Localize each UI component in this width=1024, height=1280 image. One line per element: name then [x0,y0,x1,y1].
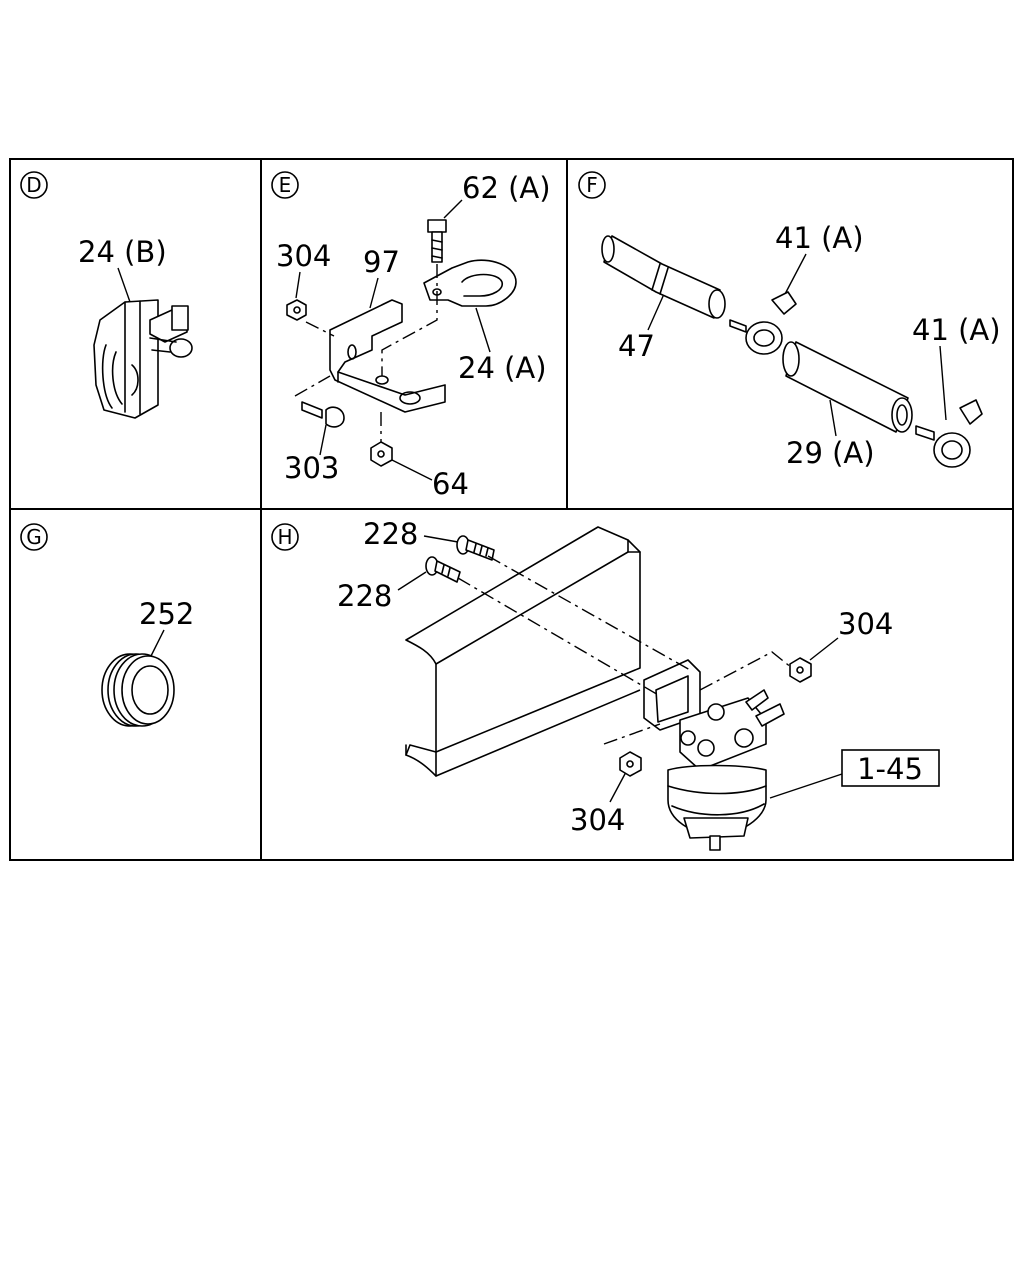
label-41a-top: 41 (A) [775,221,864,255]
hose-29a-drawing [782,341,913,433]
label-97: 97 [363,245,400,279]
label-47: 47 [618,329,655,363]
panel-f: F 41 (A) 41 (A) 47 29 (A) [578,171,1001,470]
leader-228-top [423,535,459,543]
leader-24a [475,307,491,353]
leader-303 [319,424,327,456]
leader-41a-top [783,253,807,297]
panel-g: G 252 [20,523,194,727]
panel-g-letter: G [26,525,42,549]
bolts-228-drawing [425,535,495,583]
align-line-4 [603,723,661,745]
panel-d-marker [20,171,48,199]
label-304-h-top: 304 [838,607,893,641]
label-303: 303 [284,451,339,485]
leader-252 [149,629,165,659]
panel-d: D 24 (B) [20,171,193,419]
label-ref-1-45: 1-45 [857,752,923,786]
leader-64 [391,459,433,481]
leader-62a [443,199,463,219]
leader-29a [829,399,837,437]
leader-228-bottom [397,571,427,591]
panel-h: H 228 228 304 304 1-45 [271,517,940,851]
panel-f-letter: F [586,173,598,197]
label-304-e: 304 [276,239,331,273]
label-228-top: 228 [363,517,418,551]
fuel-filter-assembly-drawing [643,659,785,851]
leader-97 [369,277,379,309]
label-252: 252 [139,597,194,631]
ref-box-1-45 [841,749,940,787]
label-41a-right: 41 (A) [912,313,1001,347]
align-line-1 [487,555,691,671]
panel-e-marker [271,171,299,199]
pipe-47-drawing [601,235,726,319]
label-64: 64 [432,467,469,501]
clip-24b-drawing [93,299,193,419]
leader-41a-right [939,345,947,421]
grommet-252-drawing [101,653,175,727]
panel-e: E 62 (A) 304 97 24 (A) 303 64 [271,171,551,501]
clamp-41a-right-drawing [915,399,983,468]
label-24a: 24 (A) [458,351,547,385]
panel-h-letter: H [277,525,292,549]
panel-f-marker [578,171,606,199]
nut-304-h-bottom-drawing [619,751,642,777]
align-line-3 [699,651,793,691]
label-62a: 62 (A) [462,171,551,205]
label-228-bottom: 228 [337,579,392,613]
align-line-2 [457,577,661,697]
leader-304-e [295,271,301,299]
panel-h-marker [271,523,299,551]
leader-304-h-top [809,637,839,661]
label-29a: 29 (A) [786,436,875,470]
bracket-97-drawing [286,219,517,467]
frame-rail-drawing [405,526,641,777]
label-304-h-bottom: 304 [570,803,625,837]
panel-e-letter: E [279,173,292,197]
leader-24b [117,267,131,303]
leader-ref-1-45 [769,773,843,799]
clamp-41a-top-drawing [729,291,797,355]
panel-d-letter: D [26,173,41,197]
leader-304-h-bottom [609,771,627,803]
panel-g-marker [20,523,48,551]
leader-47 [647,293,665,331]
nut-304-h-top-drawing [789,657,812,683]
label-24b: 24 (B) [78,235,167,269]
